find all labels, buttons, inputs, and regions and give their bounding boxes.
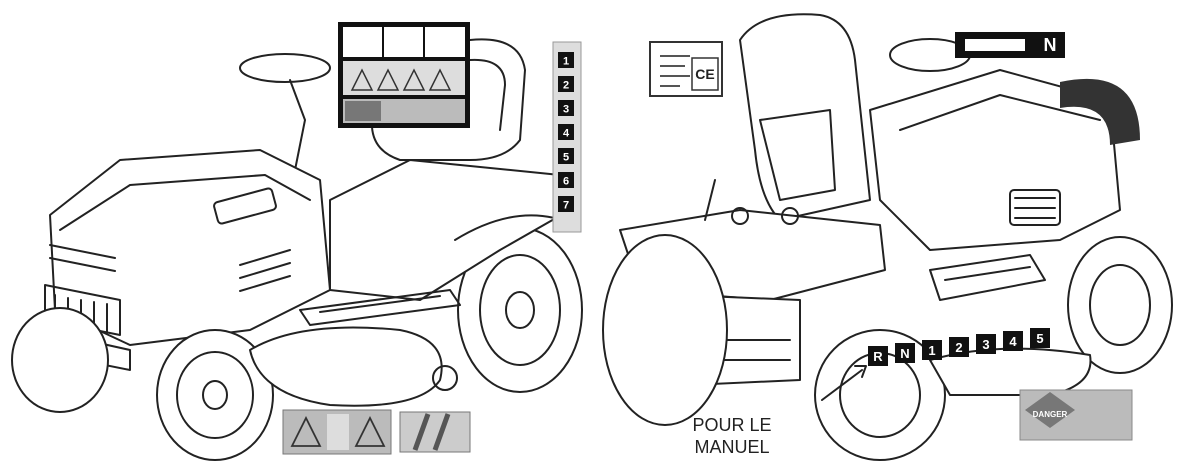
gear-box-left [558, 172, 574, 188]
control-decal-panel [338, 22, 470, 128]
right-tractor [602, 13, 1173, 461]
gear-box-left-label: 2 [563, 80, 569, 92]
gear-box-right-label: 3 [982, 337, 989, 352]
gear-box-right-label: 2 [955, 340, 962, 355]
gear-box-left [558, 76, 574, 92]
warning-triangle-icon [350, 68, 452, 91]
speed-lever-decal [955, 32, 1065, 58]
gear-box-right [949, 337, 969, 357]
gear-box-left [558, 196, 574, 212]
manual-label-line-2: MANUEL [694, 437, 770, 457]
gear-box-right [1003, 331, 1023, 351]
gear-box-left-label: 1 [563, 56, 569, 68]
danger-label-decal [1019, 389, 1133, 441]
gear-box-right-label: 1 [928, 343, 935, 358]
gear-box-right-label: 5 [1036, 331, 1043, 346]
gear-box-left [558, 148, 574, 164]
gear-box-left-label: 4 [563, 128, 570, 140]
manual-label: POUR LE MANUEL [672, 414, 792, 458]
gear-box-right-label: N [900, 346, 909, 361]
gear-box-right [976, 334, 996, 354]
gear-box-left-label: 7 [563, 200, 569, 212]
manual-label-line-1: POUR LE [692, 415, 772, 435]
warning-triangle-icon [290, 415, 386, 447]
gear-box-left [558, 124, 574, 140]
gear-box-right-label: 4 [1009, 334, 1017, 349]
stripe-decal [399, 411, 471, 453]
gear-box-left-label: 3 [563, 104, 569, 116]
gear-strip-left: 1 2 3 4 5 6 7 [552, 41, 582, 233]
danger-label-text: DANGER [1032, 410, 1068, 419]
gear-box-left-label: 5 [563, 152, 569, 164]
gear-box-right [1030, 328, 1050, 348]
gear-box-left [558, 52, 574, 68]
gear-box-right [895, 343, 915, 363]
gear-box-left [558, 100, 574, 116]
ce-label-decal [649, 41, 723, 97]
throttle-arc-decal [1060, 78, 1140, 145]
deck-warning-decal [282, 409, 392, 455]
gear-box-right [868, 346, 888, 366]
gear-box-right-label: R [873, 349, 883, 364]
ce-mark: CE [695, 66, 715, 82]
gear-strip-right: R N 1 2 3 4 5 [868, 328, 1050, 366]
neutral-lever-label: N [1043, 35, 1057, 55]
gear-box-right [922, 340, 942, 360]
left-tractor [11, 38, 583, 461]
gear-box-left-label: 6 [563, 176, 569, 188]
